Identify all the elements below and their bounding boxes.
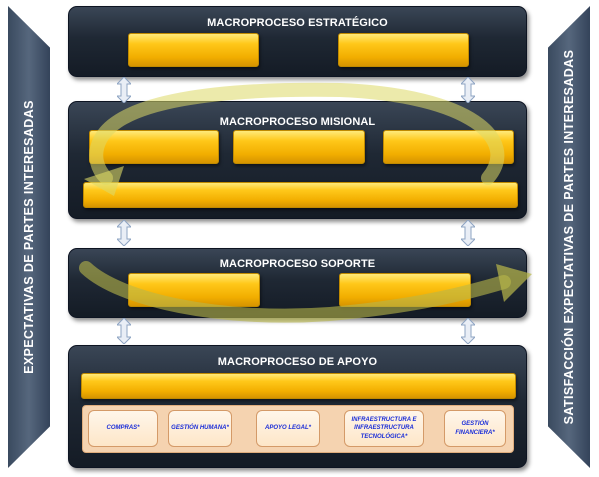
panel-misional-title: MACROPROCESO MISIONAL [219,116,376,128]
apoyo-item-gestion-humana: GESTIÓN HUMANA* [168,410,232,447]
misional-box-2 [233,130,365,164]
left-side-arrow: EXPECTATIVAS DE PARTES INTERESADAS [8,6,50,468]
apoyo-item-gestion-financiera: GESTIÓN FINANCIERA* [444,410,506,447]
apoyo-item-infraestructura: INFRAESTRUCTURA E INFRAESTRUCTURA TECNOL… [344,410,424,447]
panel-soporte-title: MACROPROCESO SOPORTE [219,258,376,270]
satisfaction-label: SATISFACCIÓN EXPECTATIVAS DE PARTES INTE… [562,49,576,425]
apoyo-item-apoyo-legal: APOYO LEGAL* [256,410,320,447]
updown-arrow-icon [117,77,131,103]
updown-arrow-icon [117,220,131,246]
updown-arrow-icon [461,220,475,246]
estrategico-box-2 [338,33,469,67]
expectations-label: EXPECTATIVAS DE PARTES INTERESADAS [22,100,36,374]
apoyo-wide-bar [81,373,516,399]
updown-arrow-icon [461,77,475,103]
updown-arrow-icon [461,318,475,344]
panel-estrategico-title: MACROPROCESO ESTRATÉGICO [207,17,388,29]
panel-misional: MACROPROCESO MISIONAL [68,101,527,219]
apoyo-item-compras: COMPRAS* [88,410,158,447]
misional-wide-bar [83,182,518,208]
misional-box-1 [89,130,219,164]
panel-apoyo-title: MACROPROCESO DE APOYO [217,356,378,368]
right-side-arrow: SATISFACCIÓN EXPECTATIVAS DE PARTES INTE… [548,6,590,468]
estrategico-box-1 [128,33,259,67]
soporte-box-1 [128,273,260,307]
misional-box-3 [383,130,514,164]
updown-arrow-icon [117,318,131,344]
panel-soporte: MACROPROCESO SOPORTE [68,248,527,318]
soporte-box-2 [339,273,471,307]
panel-estrategico: MACROPROCESO ESTRATÉGICO [68,6,527,77]
